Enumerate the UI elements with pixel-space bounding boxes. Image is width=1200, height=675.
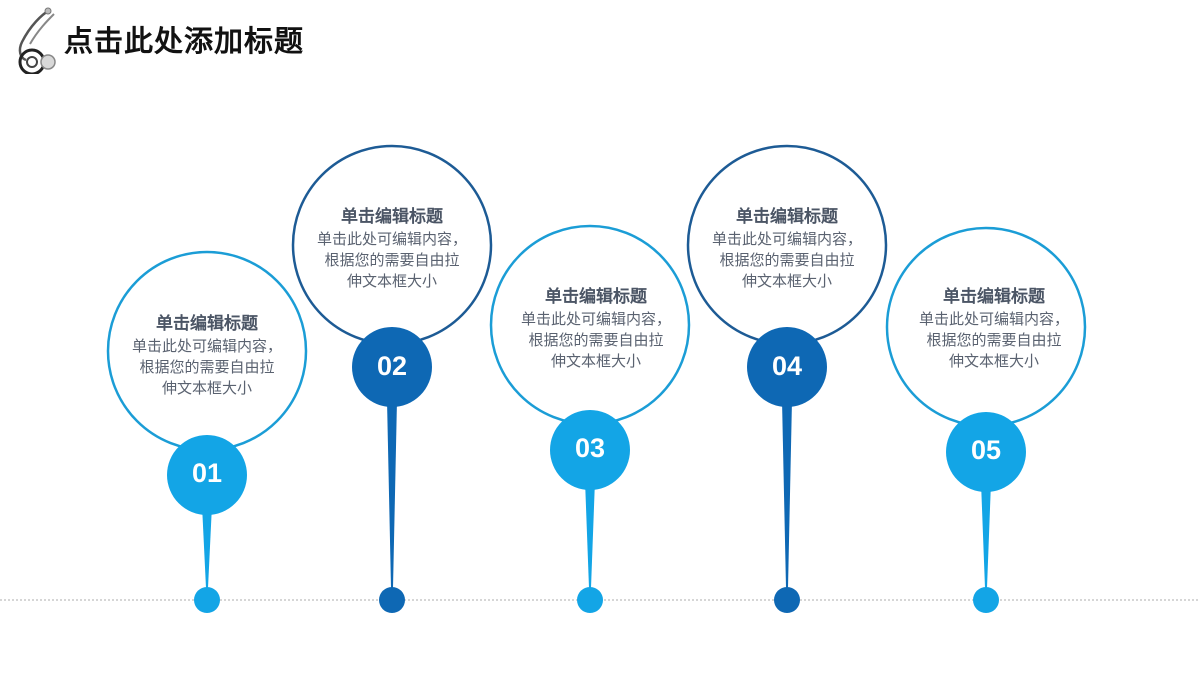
timeline-node-3[interactable] <box>489 224 691 613</box>
timeline-dot-3 <box>577 587 603 613</box>
badge-number-4: 04 <box>771 351 803 381</box>
badge-number-5: 05 <box>970 435 1002 465</box>
number-badge-4 <box>747 327 827 407</box>
node-title: 单击编辑标题 <box>545 287 647 307</box>
node-title: 单击编辑标题 <box>736 207 838 227</box>
node-body-line: 根据您的需要自由拉 <box>719 251 855 269</box>
number-badge-1 <box>167 435 247 515</box>
number-badge-3 <box>550 410 630 490</box>
node-body-line: 伸文本框大小 <box>346 272 437 290</box>
badge-number-3: 03 <box>574 433 606 463</box>
node-body-line: 单击此处可编辑内容， <box>316 230 467 248</box>
timeline-dot-2 <box>379 587 405 613</box>
node-2-text[interactable]: 单击编辑标题 单击此处可编辑内容， 根据您的需要自由拉 伸文本框大小 <box>302 205 482 292</box>
timeline-dot-4 <box>774 587 800 613</box>
node-body-line: 单击此处可编辑内容， <box>918 310 1069 328</box>
timeline-node-5[interactable] <box>885 226 1087 613</box>
node-4-text[interactable]: 单击编辑标题 单击此处可编辑内容， 根据您的需要自由拉 伸文本框大小 <box>697 205 877 292</box>
number-badge-5 <box>946 412 1026 492</box>
node-1-text[interactable]: 单击编辑标题 单击此处可编辑内容， 根据您的需要自由拉 伸文本框大小 <box>117 312 297 399</box>
node-title: 单击编辑标题 <box>943 287 1045 307</box>
node-body-line: 伸文本框大小 <box>948 352 1039 370</box>
node-body-line: 伸文本框大小 <box>550 352 641 370</box>
node-title: 单击编辑标题 <box>341 207 443 227</box>
node-3-text[interactable]: 单击编辑标题 单击此处可编辑内容， 根据您的需要自由拉 伸文本框大小 <box>506 285 686 372</box>
node-body-line: 根据您的需要自由拉 <box>324 251 460 269</box>
stethoscope-icon <box>18 7 56 74</box>
page-title[interactable]: 点击此处添加标题 <box>64 24 305 58</box>
slide-header: 点击此处添加标题 <box>0 0 400 80</box>
node-5-text[interactable]: 单击编辑标题 单击此处可编辑内容， 根据您的需要自由拉 伸文本框大小 <box>904 285 1084 372</box>
timeline-dot-5 <box>973 587 999 613</box>
number-badge-2 <box>352 327 432 407</box>
node-body-line: 根据您的需要自由拉 <box>139 358 275 376</box>
node-body-line: 单击此处可编辑内容， <box>131 337 282 355</box>
node-body-line: 单击此处可编辑内容， <box>711 230 862 248</box>
timeline-dot-1 <box>194 587 220 613</box>
badge-number-2: 02 <box>376 351 408 381</box>
node-body-line: 伸文本框大小 <box>161 379 252 397</box>
node-body-line: 根据您的需要自由拉 <box>528 331 664 349</box>
node-body-line: 伸文本框大小 <box>741 272 832 290</box>
node-body-line: 单击此处可编辑内容， <box>520 310 671 328</box>
timeline-node-4[interactable] <box>686 144 888 613</box>
node-title: 单击编辑标题 <box>156 314 258 334</box>
badge-number-1: 01 <box>191 458 223 488</box>
timeline-node-1[interactable] <box>106 250 308 613</box>
timeline-node-2[interactable] <box>291 144 493 613</box>
node-body-line: 根据您的需要自由拉 <box>926 331 1062 349</box>
